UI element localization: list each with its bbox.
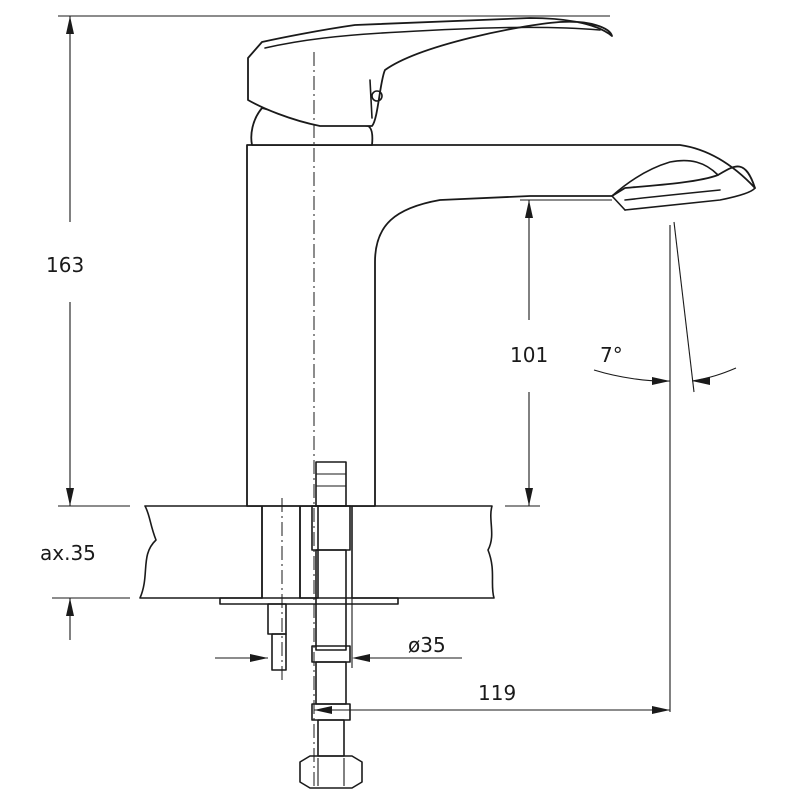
label-countertop-thickness: ax.35 <box>40 541 96 565</box>
countertop <box>139 505 495 599</box>
dimension-spout-reach: 119 <box>314 681 670 714</box>
dimension-spout-angle: 7° <box>593 221 737 712</box>
dimension-total-height: 163 <box>46 15 610 507</box>
dimension-spout-height: 101 <box>505 199 612 507</box>
label-mount-hole: ø35 <box>408 633 446 657</box>
label-total-height: 163 <box>46 253 84 277</box>
faucet-body <box>246 17 756 507</box>
dimension-countertop-thickness: ax.35 <box>40 541 130 640</box>
mounting-stud <box>267 498 287 680</box>
label-spout-reach: 119 <box>478 681 516 705</box>
mounting-plate <box>219 597 399 605</box>
label-spout-height: 101 <box>510 343 548 367</box>
dimension-mount-hole: ø35 <box>215 598 462 668</box>
supply-hose <box>299 461 363 789</box>
label-spout-angle: 7° <box>600 343 623 367</box>
